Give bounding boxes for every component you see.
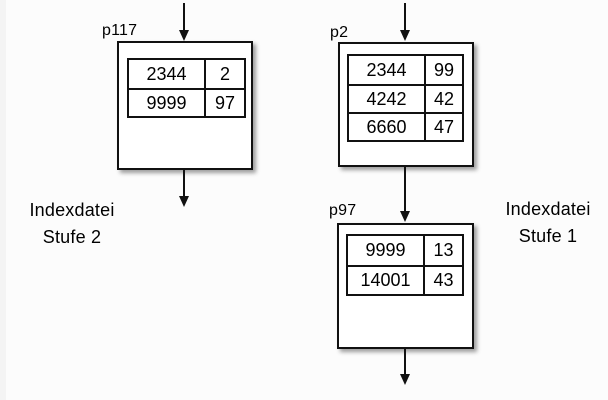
table-cell-value: 13 [423,236,462,265]
node-label-p2: p2 [330,24,349,41]
table-cell-key: 2344 [146,63,187,84]
table-cell-key: 9999 [146,92,187,113]
caption-line: Indexdatei [505,199,591,219]
arrowhead-into-p2 [400,30,410,41]
arrow-into-p117 [183,3,185,31]
node-p117: 2344 2 9999 97 [117,41,253,170]
index-table-p117: 2344 2 9999 97 [127,58,246,118]
page-edge-strip [0,0,6,400]
index-table-p2: 2344 99 4242 42 6660 47 [347,54,464,142]
table-cell-key: 9999 [365,240,406,260]
table-row: 2344 2 [129,60,244,88]
table-cell-value: 42 [424,86,462,112]
arrow-p2-to-p97 [404,167,406,211]
arrowhead-into-p117 [179,30,189,41]
table-cell-key: 2344 [366,59,407,80]
table-cell-key: 4242 [366,88,407,109]
table-row: 2344 99 [349,56,462,84]
table-cell-value: 43 [423,267,462,294]
caption-indexdatei-stufe-2: Indexdatei Stufe 2 [12,197,132,251]
table-row: 6660 47 [349,112,462,140]
table-row: 9999 97 [129,88,244,116]
caption-line: Indexdatei [29,200,115,220]
index-table-p97: 9999 13 14001 43 [346,234,464,296]
caption-line: Stufe 2 [42,227,102,247]
table-cell-value: 99 [424,56,462,84]
table-row: 4242 42 [349,84,462,112]
table-cell-key: 14001 [360,270,411,290]
table-row: 14001 43 [348,265,462,294]
node-label-p117: p117 [102,22,138,39]
arrowhead-out-of-p97 [400,374,410,385]
arrow-out-of-p117 [183,170,185,196]
table-cell-value: 2 [204,60,244,88]
node-p97: 9999 13 14001 43 [337,223,474,349]
caption-line: Stufe 1 [518,226,578,246]
table-cell-value: 97 [204,90,244,116]
node-label-p97: p97 [329,202,357,219]
arrowhead-out-of-p117 [179,196,189,207]
arrowhead-p2-to-p97 [400,211,410,222]
arrow-into-p2 [404,3,406,31]
table-row: 9999 13 [348,236,462,265]
table-cell-key: 6660 [366,116,407,137]
caption-indexdatei-stufe-1: Indexdatei Stufe 1 [488,196,608,250]
table-cell-value: 47 [424,114,462,140]
node-p2: 2344 99 4242 42 6660 47 [338,42,474,167]
arrow-out-of-p97 [404,349,406,374]
